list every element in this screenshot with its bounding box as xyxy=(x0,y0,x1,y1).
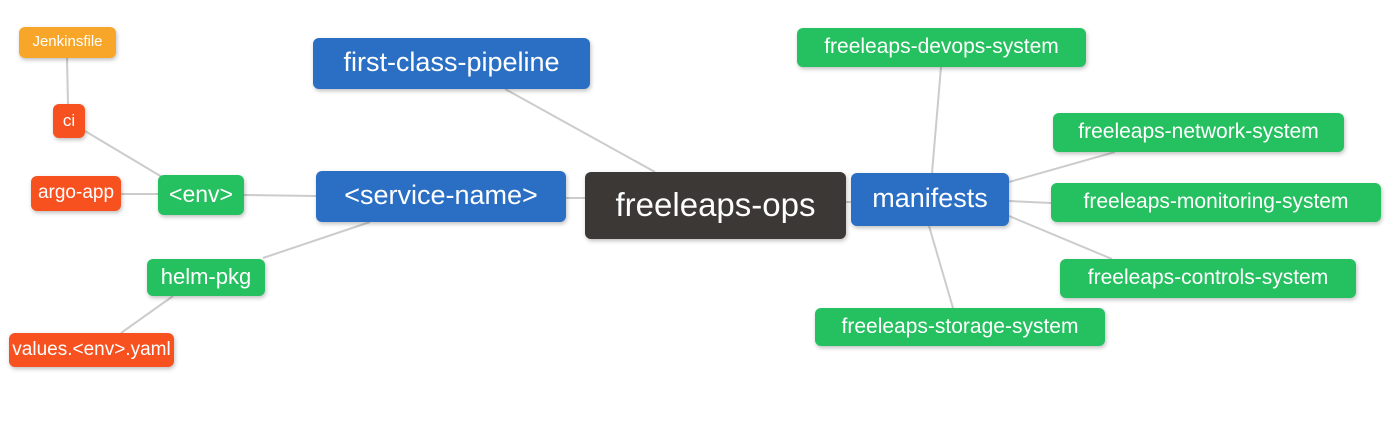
node-first-class-pipeline[interactable]: first-class-pipeline xyxy=(313,38,590,89)
edge-jenkinsfile-ci xyxy=(66,57,69,105)
edge-manifests-freeleaps-devops-system xyxy=(931,66,942,174)
node-freeleaps-storage-system[interactable]: freeleaps-storage-system xyxy=(815,308,1105,346)
node-freeleaps-ops[interactable]: freeleaps-ops xyxy=(585,172,846,239)
node-freeleaps-network-system[interactable]: freeleaps-network-system xyxy=(1053,113,1344,152)
edge-helm-pkg-values-env-yaml xyxy=(120,295,174,334)
edge-first-class-pipeline-freeleaps-ops xyxy=(504,88,656,173)
node-ci[interactable]: ci xyxy=(53,104,85,138)
node-env[interactable]: <env> xyxy=(158,175,244,215)
edge-manifests-freeleaps-network-system xyxy=(1008,151,1116,183)
node-jenkinsfile[interactable]: Jenkinsfile xyxy=(19,27,116,58)
edge-manifests-freeleaps-controls-system xyxy=(1008,215,1113,260)
edge-service-name-helm-pkg xyxy=(262,221,371,259)
node-freeleaps-devops-system[interactable]: freeleaps-devops-system xyxy=(797,28,1086,67)
edge-manifests-freeleaps-monitoring-system xyxy=(1008,200,1052,204)
node-freeleaps-controls-system[interactable]: freeleaps-controls-system xyxy=(1060,259,1356,298)
edge-manifests-freeleaps-storage-system xyxy=(928,225,954,309)
node-freeleaps-monitoring-system[interactable]: freeleaps-monitoring-system xyxy=(1051,183,1381,222)
edge-env-service-name xyxy=(243,194,317,197)
node-helm-pkg[interactable]: helm-pkg xyxy=(147,259,265,296)
node-service-name[interactable]: <service-name> xyxy=(316,171,566,222)
edge-ci-env xyxy=(84,130,163,178)
node-manifests[interactable]: manifests xyxy=(851,173,1009,226)
node-argo-app[interactable]: argo-app xyxy=(31,176,121,211)
node-values-env-yaml[interactable]: values.<env>.yaml xyxy=(9,333,174,367)
